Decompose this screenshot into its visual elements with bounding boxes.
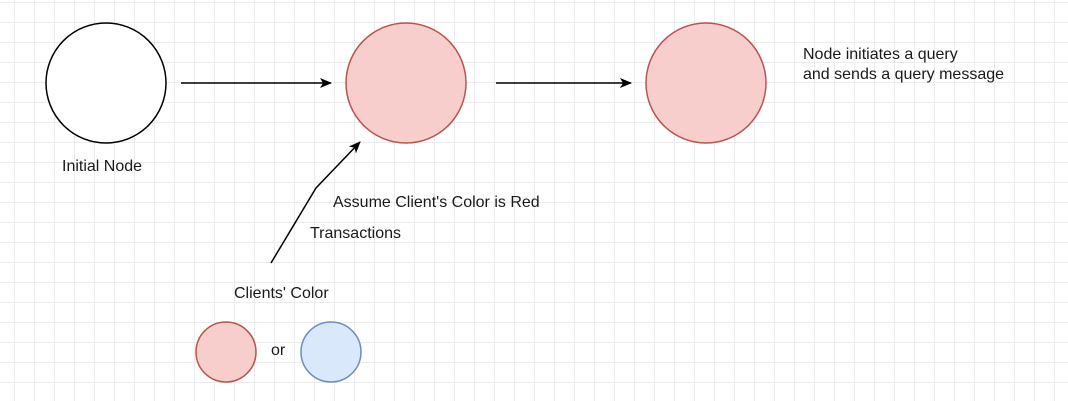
initial-node-label: Initial Node bbox=[62, 158, 143, 175]
legend-title: Clients' Color bbox=[234, 285, 329, 302]
arrow-transactions bbox=[270, 141, 361, 264]
legend-separator: or bbox=[271, 342, 286, 359]
query-annotation-line2: and sends a query message bbox=[803, 66, 1005, 83]
assume-color-annotation: Assume Client's Color is Red bbox=[333, 194, 540, 211]
querying-node-circle bbox=[645, 22, 767, 144]
query-annotation-line1: Node initiates a query bbox=[803, 46, 958, 63]
colored-node-circle bbox=[345, 22, 467, 144]
legend-blue-circle bbox=[300, 321, 362, 383]
transactions-label: Transactions bbox=[310, 225, 401, 242]
initial-node-circle bbox=[45, 22, 167, 144]
legend-red-circle bbox=[195, 321, 257, 383]
